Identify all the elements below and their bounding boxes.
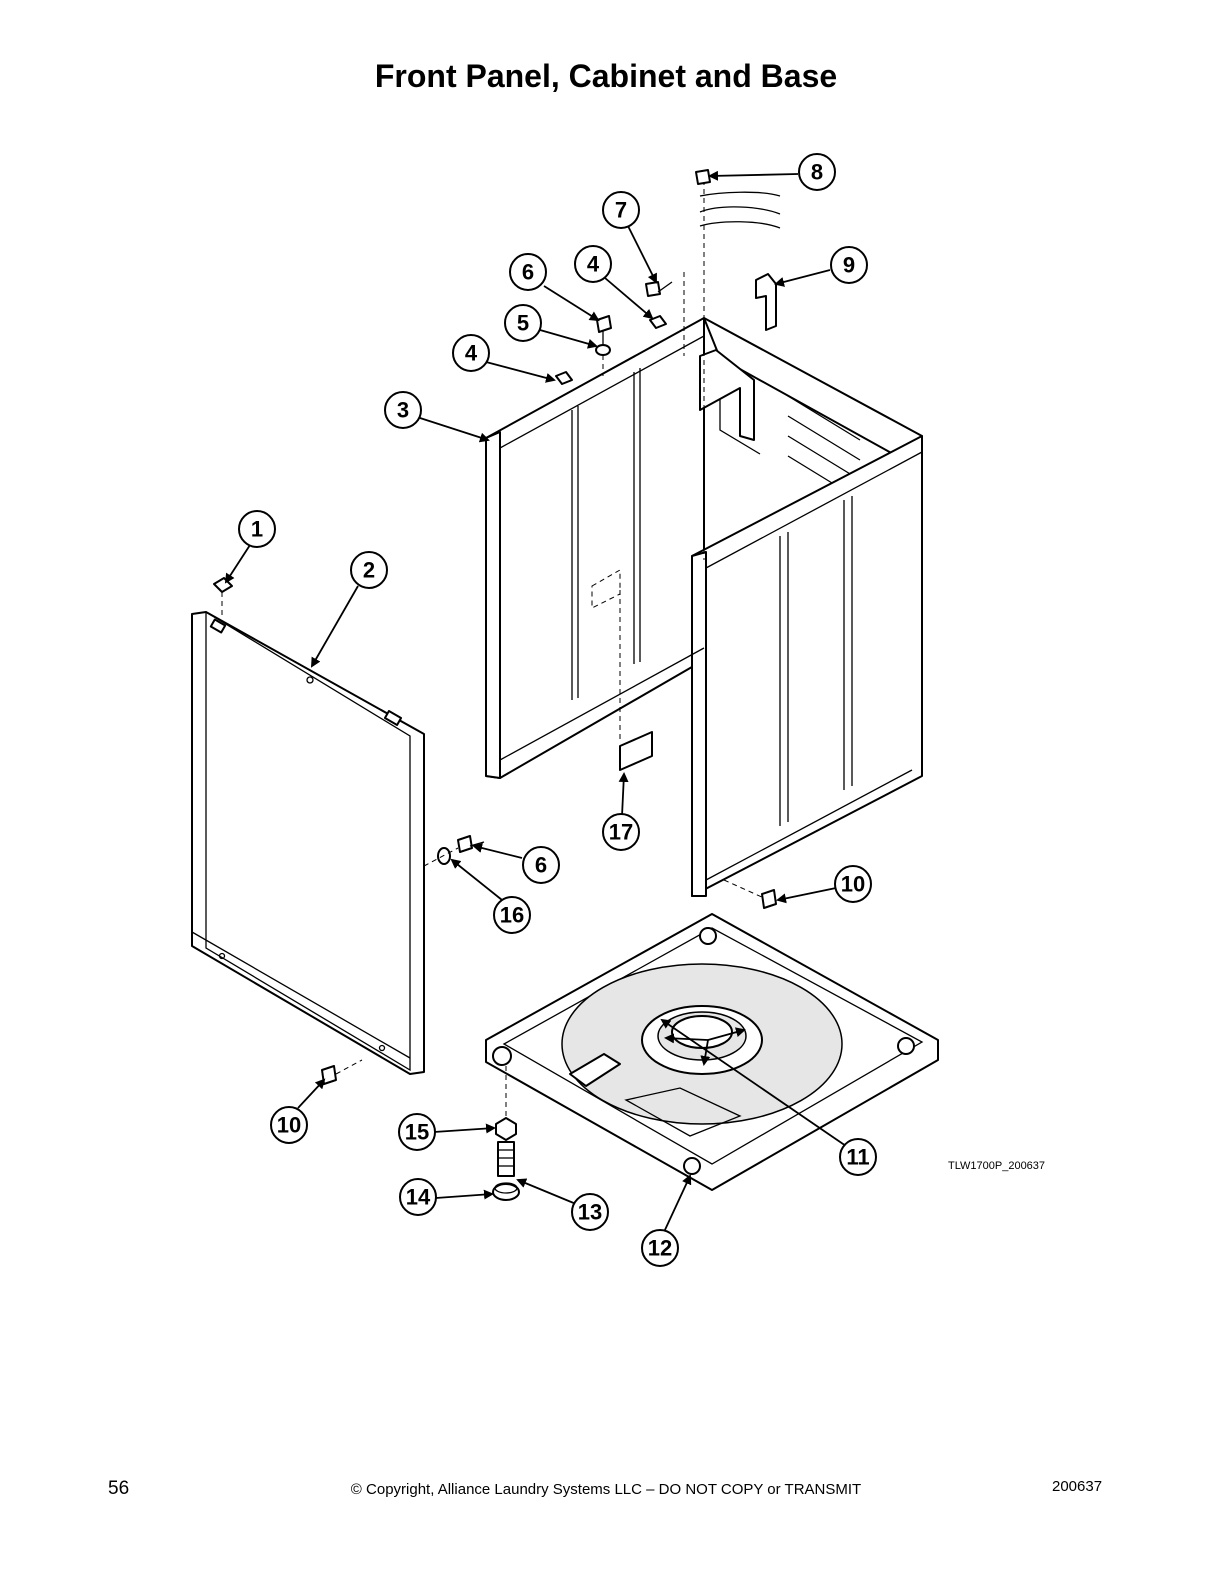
svg-text:3: 3 <box>397 398 409 423</box>
front-panel-drawing <box>191 611 425 1075</box>
svg-text:2: 2 <box>363 558 375 583</box>
svg-text:15: 15 <box>405 1120 429 1145</box>
callout-1: 1 <box>238 510 276 548</box>
callout-15: 15 <box>398 1113 436 1151</box>
leader-lines <box>224 170 847 1233</box>
callout-6-lower: 6 <box>522 846 560 884</box>
svg-text:6: 6 <box>535 853 547 878</box>
callout-14: 14 <box>399 1178 437 1216</box>
cabinet-drawing <box>485 180 923 897</box>
copyright-notice: © Copyright, Alliance Laundry Systems LL… <box>350 1481 862 1498</box>
callout-10-right: 10 <box>834 865 872 903</box>
callout-8: 8 <box>798 153 836 191</box>
svg-text:16: 16 <box>500 903 524 928</box>
callout-5: 5 <box>504 304 542 342</box>
callout-7: 7 <box>602 191 640 229</box>
document-number: 200637 <box>1052 1478 1103 1495</box>
svg-text:12: 12 <box>648 1236 672 1261</box>
svg-text:9: 9 <box>843 253 855 278</box>
svg-text:11: 11 <box>846 1145 869 1170</box>
svg-text:7: 7 <box>615 198 627 223</box>
svg-text:17: 17 <box>609 820 633 845</box>
callout-4-lower: 4 <box>452 334 490 372</box>
svg-text:14: 14 <box>406 1185 431 1210</box>
svg-text:4: 4 <box>587 252 600 277</box>
callout-17: 17 <box>602 813 640 851</box>
callout-2: 2 <box>350 551 388 589</box>
svg-text:5: 5 <box>517 311 529 336</box>
callout-3: 3 <box>384 391 422 429</box>
callout-13: 13 <box>571 1193 609 1231</box>
callout-11: 11 <box>839 1138 877 1176</box>
base-drawing <box>485 913 939 1191</box>
callout-16: 16 <box>493 896 531 934</box>
svg-text:1: 1 <box>251 517 263 542</box>
callout-4-upper: 4 <box>574 245 612 283</box>
callout-6-upper: 6 <box>509 253 547 291</box>
callout-10-left: 10 <box>270 1106 308 1144</box>
drawing-code: TLW1700P_200637 <box>948 1160 1046 1172</box>
callout-12: 12 <box>641 1229 679 1267</box>
svg-text:13: 13 <box>578 1200 602 1225</box>
svg-text:10: 10 <box>277 1113 301 1138</box>
svg-text:6: 6 <box>522 260 534 285</box>
callout-9: 9 <box>830 246 868 284</box>
svg-text:4: 4 <box>465 341 478 366</box>
page-title: Front Panel, Cabinet and Base <box>374 58 838 94</box>
svg-text:10: 10 <box>841 872 865 897</box>
page-number: 56 <box>108 1478 130 1499</box>
svg-text:8: 8 <box>811 160 823 185</box>
hardware-drawings <box>213 169 781 1201</box>
